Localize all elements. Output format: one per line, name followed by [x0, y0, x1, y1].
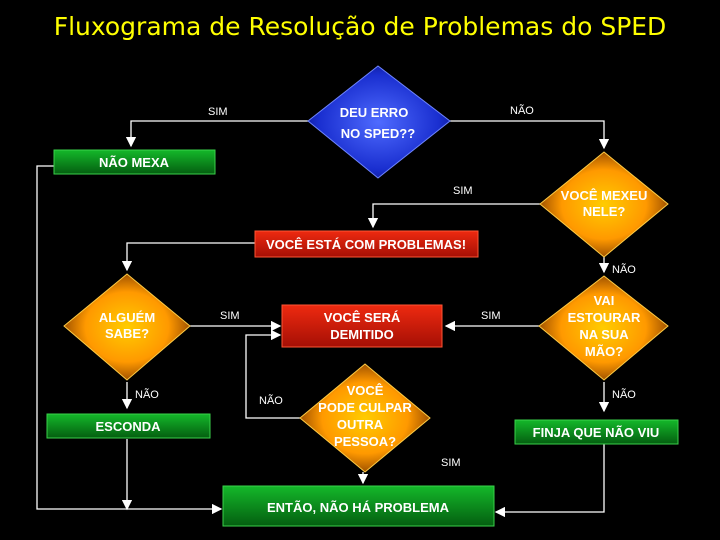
- finja-box: FINJA QUE NÃO VIU: [514, 419, 679, 445]
- label-mexeu-nao: NÃO: [612, 263, 636, 276]
- label-culpar-nao: NÃO: [259, 394, 283, 407]
- estourar-diamond: VAI ESTOURAR NA SUA MÃO?: [538, 275, 669, 381]
- edge-start-nao: [450, 120, 610, 150]
- problemas-box: VOCÊ ESTÁ COM PROBLEMAS!: [254, 230, 479, 258]
- esconda-label: ESCONDA: [95, 419, 161, 434]
- estourar-line-4: MÃO?: [585, 344, 623, 359]
- mexeu-line-2: NELE?: [583, 204, 626, 219]
- alguem-line-2: SABE?: [105, 326, 149, 341]
- alguem-diamond: ALGUÉM SABE?: [63, 273, 191, 381]
- entao-label: ENTÃO, NÃO HÁ PROBLEMA: [267, 500, 450, 515]
- start-diamond: DEU ERRO NO SPED??: [307, 65, 451, 179]
- demitido-line-2: DEMITIDO: [330, 327, 394, 342]
- label-start-nao: NÃO: [510, 104, 534, 117]
- edge-mexeu-sim: [367, 203, 540, 229]
- demitido-box: VOCÊ SERÁ DEMITIDO: [281, 304, 443, 348]
- label-alguem-sim: SIM: [220, 310, 240, 322]
- culpar-line-1: VOCÊ: [347, 383, 384, 398]
- estourar-line-1: VAI: [594, 293, 615, 308]
- nao-mexa-box: NÃO MEXA: [53, 149, 216, 175]
- label-alguem-nao: NÃO: [135, 388, 159, 401]
- label-mexeu-sim: SIM: [453, 185, 473, 197]
- alguem-line-1: ALGUÉM: [99, 310, 155, 325]
- edge-culpar-nao: [245, 329, 300, 419]
- edge-start-sim: [125, 120, 308, 148]
- label-estourar-nao: NÃO: [612, 388, 636, 401]
- start-line-2: NO SPED??: [341, 126, 415, 141]
- culpar-line-4: PESSOA?: [334, 434, 396, 449]
- connectors: [36, 120, 610, 518]
- page-title: Fluxograma de Resolução de Problemas do …: [53, 12, 667, 41]
- edge-labels: SIM NÃO SIM NÃO SIM SIM NÃO NÃO NÃO SIM: [135, 104, 636, 469]
- label-start-sim: SIM: [208, 106, 228, 118]
- finja-label: FINJA QUE NÃO VIU: [533, 425, 660, 440]
- label-culpar-sim: SIM: [441, 457, 461, 469]
- edge-finja-down: [494, 443, 605, 518]
- culpar-line-2: PODE CULPAR: [318, 400, 412, 415]
- esconda-box: ESCONDA: [46, 413, 211, 439]
- estourar-line-3: NA SUA: [579, 327, 629, 342]
- mexeu-diamond: VOCÊ MEXEU NELE?: [539, 151, 669, 258]
- estourar-line-2: ESTOURAR: [568, 310, 641, 325]
- edge-problemas-down: [121, 242, 255, 272]
- mexeu-line-1: VOCÊ MEXEU: [561, 188, 648, 203]
- demitido-line-1: VOCÊ SERÁ: [324, 310, 401, 325]
- culpar-diamond: VOCÊ PODE CULPAR OUTRA PESSOA?: [299, 363, 431, 473]
- problemas-label: VOCÊ ESTÁ COM PROBLEMAS!: [266, 237, 466, 252]
- nao-mexa-label: NÃO MEXA: [99, 155, 170, 170]
- culpar-line-3: OUTRA: [337, 417, 384, 432]
- entao-box: ENTÃO, NÃO HÁ PROBLEMA: [222, 485, 495, 527]
- start-line-1: DEU ERRO: [340, 105, 409, 120]
- label-estourar-sim: SIM: [481, 310, 501, 322]
